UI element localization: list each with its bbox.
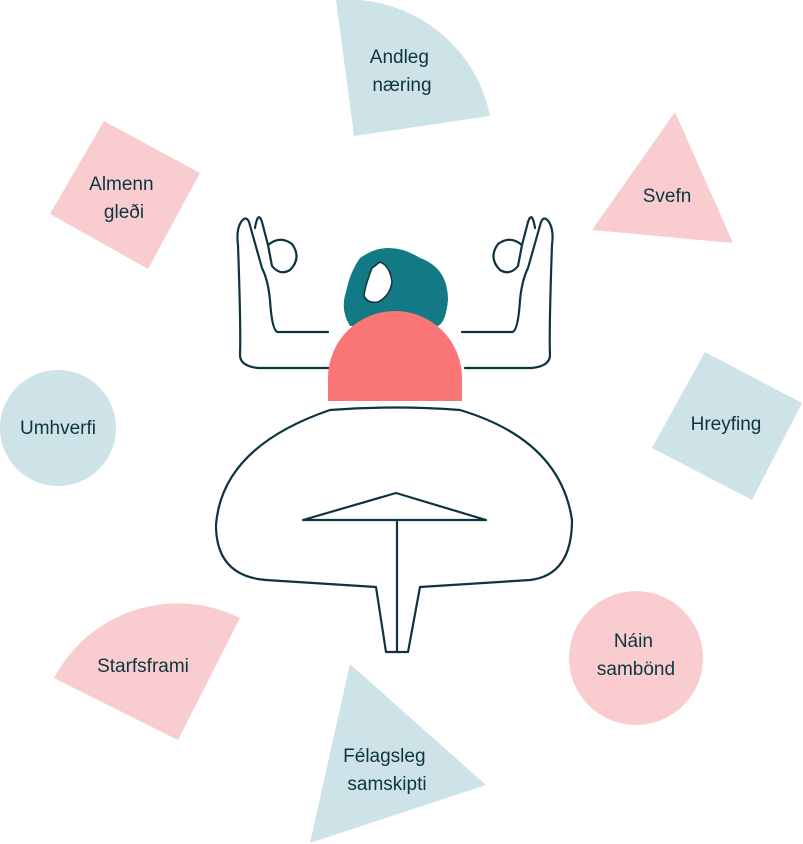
- topic-felagsleg-samskipti: Félagsleg samskipti: [310, 664, 486, 843]
- topic-label: Umhverfi: [20, 418, 96, 439]
- topic-hreyfing: Hreyfing: [652, 352, 802, 500]
- face: [363, 261, 393, 304]
- right-arm: [460, 217, 554, 370]
- right-hand: [492, 216, 537, 274]
- square-shape: [652, 352, 802, 500]
- circle-shape: [0, 370, 116, 486]
- topic-label: Starfsframi: [97, 656, 189, 677]
- topic-nain-sambond: Náin sambönd: [569, 591, 703, 725]
- quarter-circle-shape: [336, 0, 490, 136]
- topic-svefn: Svefn: [592, 112, 733, 243]
- feet-detail: [301, 491, 488, 522]
- left-arm: [236, 217, 332, 370]
- left-hand: [253, 216, 298, 274]
- topic-starfsframi: Starfsframi: [54, 603, 240, 740]
- topic-label: Náin sambönd: [597, 631, 675, 680]
- topic-label: Félagsleg samskipti: [343, 746, 431, 795]
- triangle-shape: [310, 664, 486, 843]
- topic-label: Hreyfing: [691, 414, 762, 435]
- legs-outline: [214, 406, 574, 654]
- topic-label: Andleg næring: [370, 47, 434, 96]
- square-shape: [50, 121, 200, 269]
- triangle-shape: [592, 112, 733, 243]
- topic-label: Svefn: [643, 186, 692, 207]
- topic-almenn-gledi: Almenn gleði: [50, 121, 200, 269]
- topic-andleg-naering: Andleg næring: [336, 0, 490, 136]
- topic-umhverfi: Umhverfi: [0, 370, 116, 486]
- body-torso: [328, 311, 462, 401]
- hair: [343, 248, 448, 326]
- quarter-circle-shape: [54, 603, 240, 740]
- topic-label: Almenn gleði: [89, 174, 159, 223]
- meditating-woman-illustration: [214, 216, 574, 654]
- circle-shape: [569, 591, 703, 725]
